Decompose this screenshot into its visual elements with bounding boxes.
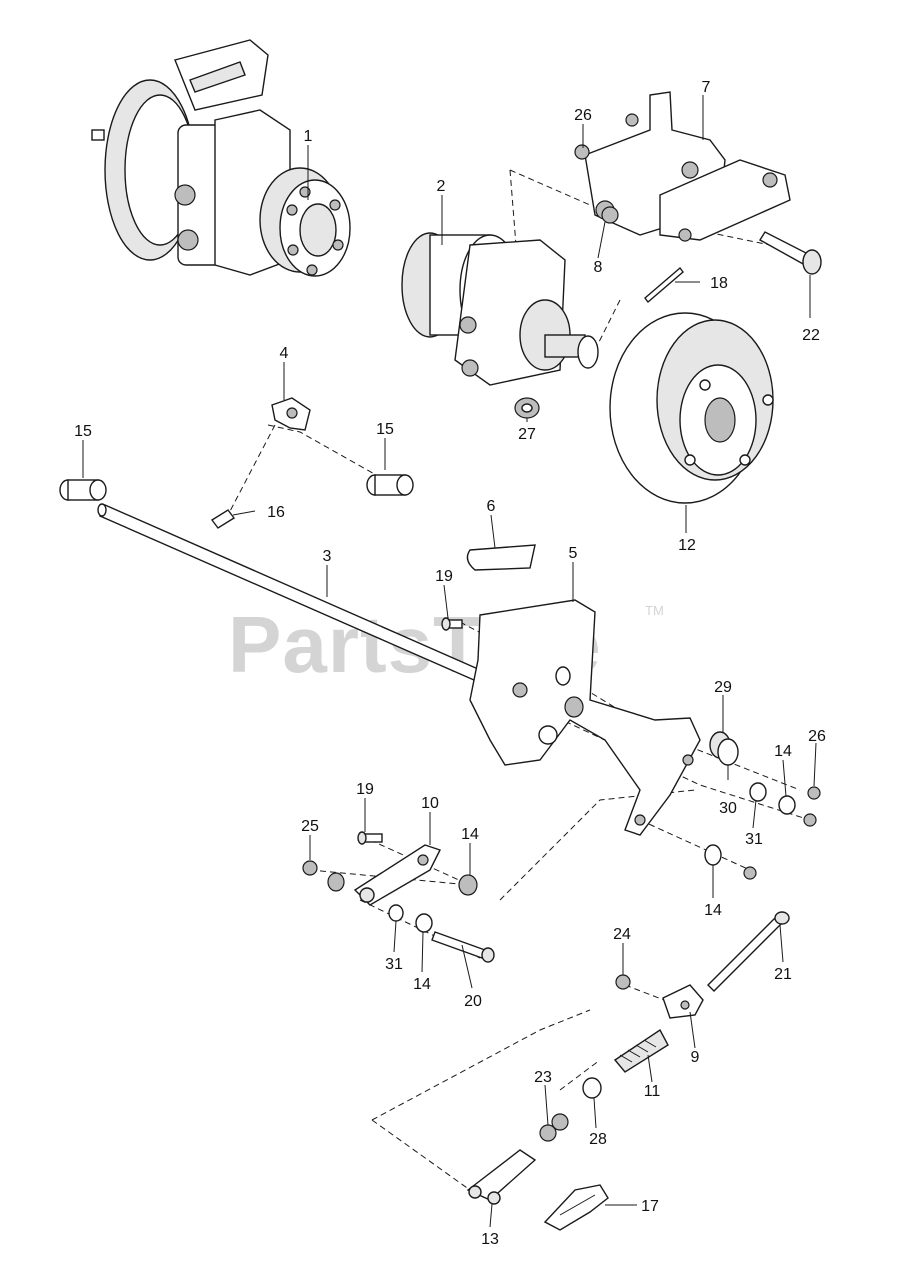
part-washer-lever[interactable]: [555, 666, 584, 718]
callout-31-left: 31: [385, 956, 403, 973]
callout-19-bottom: 19: [356, 781, 374, 798]
callout-6: 6: [487, 498, 496, 515]
part-13-clevis[interactable]: [466, 1149, 537, 1205]
part-15-bushing-left[interactable]: [59, 479, 107, 501]
part-29-spacer[interactable]: [709, 731, 739, 766]
part-15-bushing-right[interactable]: [366, 474, 414, 496]
callout-9: 9: [691, 1049, 700, 1066]
callout-24: 24: [613, 926, 631, 943]
part-14-washer-lower[interactable]: [704, 844, 757, 880]
callout-2: 2: [437, 178, 446, 195]
part-2-motor[interactable]: [401, 232, 599, 386]
callout-28: 28: [589, 1131, 607, 1148]
callout-8: 8: [594, 259, 603, 276]
callout-26-top: 26: [574, 107, 592, 124]
callout-26-right: 26: [808, 728, 826, 745]
callout-22: 22: [802, 327, 820, 344]
callout-21: 21: [774, 966, 792, 983]
part-24-nut[interactable]: [615, 974, 631, 990]
callout-18: 18: [710, 275, 728, 292]
part-17-clip[interactable]: [543, 1184, 609, 1231]
callout-31-right: 31: [745, 831, 763, 848]
callout-27: 27: [518, 426, 536, 443]
part-14-washer-left[interactable]: [458, 874, 478, 896]
part-31-washer-left[interactable]: [388, 904, 404, 922]
part-14-washer-right[interactable]: [778, 795, 796, 815]
callout-5: 5: [569, 545, 578, 562]
callout-4: 4: [280, 345, 289, 362]
part-16-roll-pin[interactable]: [210, 509, 236, 529]
callout-29: 29: [714, 679, 732, 696]
part-12-brake-hub[interactable]: [609, 312, 774, 504]
callout-12: 12: [678, 537, 696, 554]
part-28-washer[interactable]: [582, 1077, 602, 1099]
callout-14-left: 14: [461, 826, 479, 843]
part-27-nut[interactable]: [514, 397, 540, 419]
part-26-nut-top[interactable]: [574, 113, 639, 160]
part-1-brake-motor-assembly[interactable]: [91, 39, 351, 277]
watermark-trademark: TM: [645, 603, 664, 618]
part-14-washer-left-bottom[interactable]: [415, 913, 433, 933]
part-31-washer-right[interactable]: [749, 782, 767, 802]
leader-lines: [82, 95, 817, 1228]
part-19-screw-top[interactable]: [441, 617, 463, 631]
part-7-bracket-assembly[interactable]: [584, 91, 791, 242]
part-23-jam-nuts[interactable]: [539, 1113, 569, 1142]
part-18-cotter-pin[interactable]: [644, 266, 684, 304]
part-6-key[interactable]: [466, 544, 536, 571]
part-25-nut[interactable]: [302, 860, 345, 892]
callout-15-right: 15: [376, 421, 394, 438]
callout-14-right: 14: [774, 743, 792, 760]
part-19-screw-bottom[interactable]: [357, 831, 383, 845]
part-10-link[interactable]: [353, 844, 441, 906]
callout-30: 30: [719, 800, 737, 817]
callout-15-left: 15: [74, 423, 92, 440]
part-11-spring[interactable]: [613, 1028, 669, 1073]
callout-19-top: 19: [435, 568, 453, 585]
callout-16: 16: [267, 504, 285, 521]
callout-14-left-bottom: 14: [413, 976, 431, 993]
callout-7: 7: [702, 79, 711, 96]
callout-14-lower: 14: [704, 902, 722, 919]
part-21-long-bolt[interactable]: [707, 911, 790, 992]
callout-25: 25: [301, 818, 319, 835]
callout-20: 20: [464, 993, 482, 1010]
callout-11: 11: [644, 1083, 661, 1100]
part-8-nut[interactable]: [601, 206, 619, 224]
callout-10: 10: [421, 795, 439, 812]
callout-3: 3: [323, 548, 332, 565]
part-9-block[interactable]: [662, 984, 704, 1019]
part-4-arm[interactable]: [271, 397, 311, 431]
watermark: PartsTree TM: [228, 600, 664, 689]
callout-17: 17: [641, 1198, 659, 1215]
part-20-bolt[interactable]: [431, 931, 495, 963]
callouts: 1 2 3 4 5 6 7 8 9 10 11 12 13 14 14 14 1…: [74, 79, 826, 1248]
part-26-nut-right[interactable]: [803, 786, 821, 827]
callout-13: 13: [481, 1231, 499, 1248]
part-22-bolt[interactable]: [759, 231, 822, 275]
callout-23: 23: [534, 1069, 552, 1086]
part-5-lever[interactable]: [469, 599, 701, 836]
callout-1: 1: [304, 128, 313, 145]
